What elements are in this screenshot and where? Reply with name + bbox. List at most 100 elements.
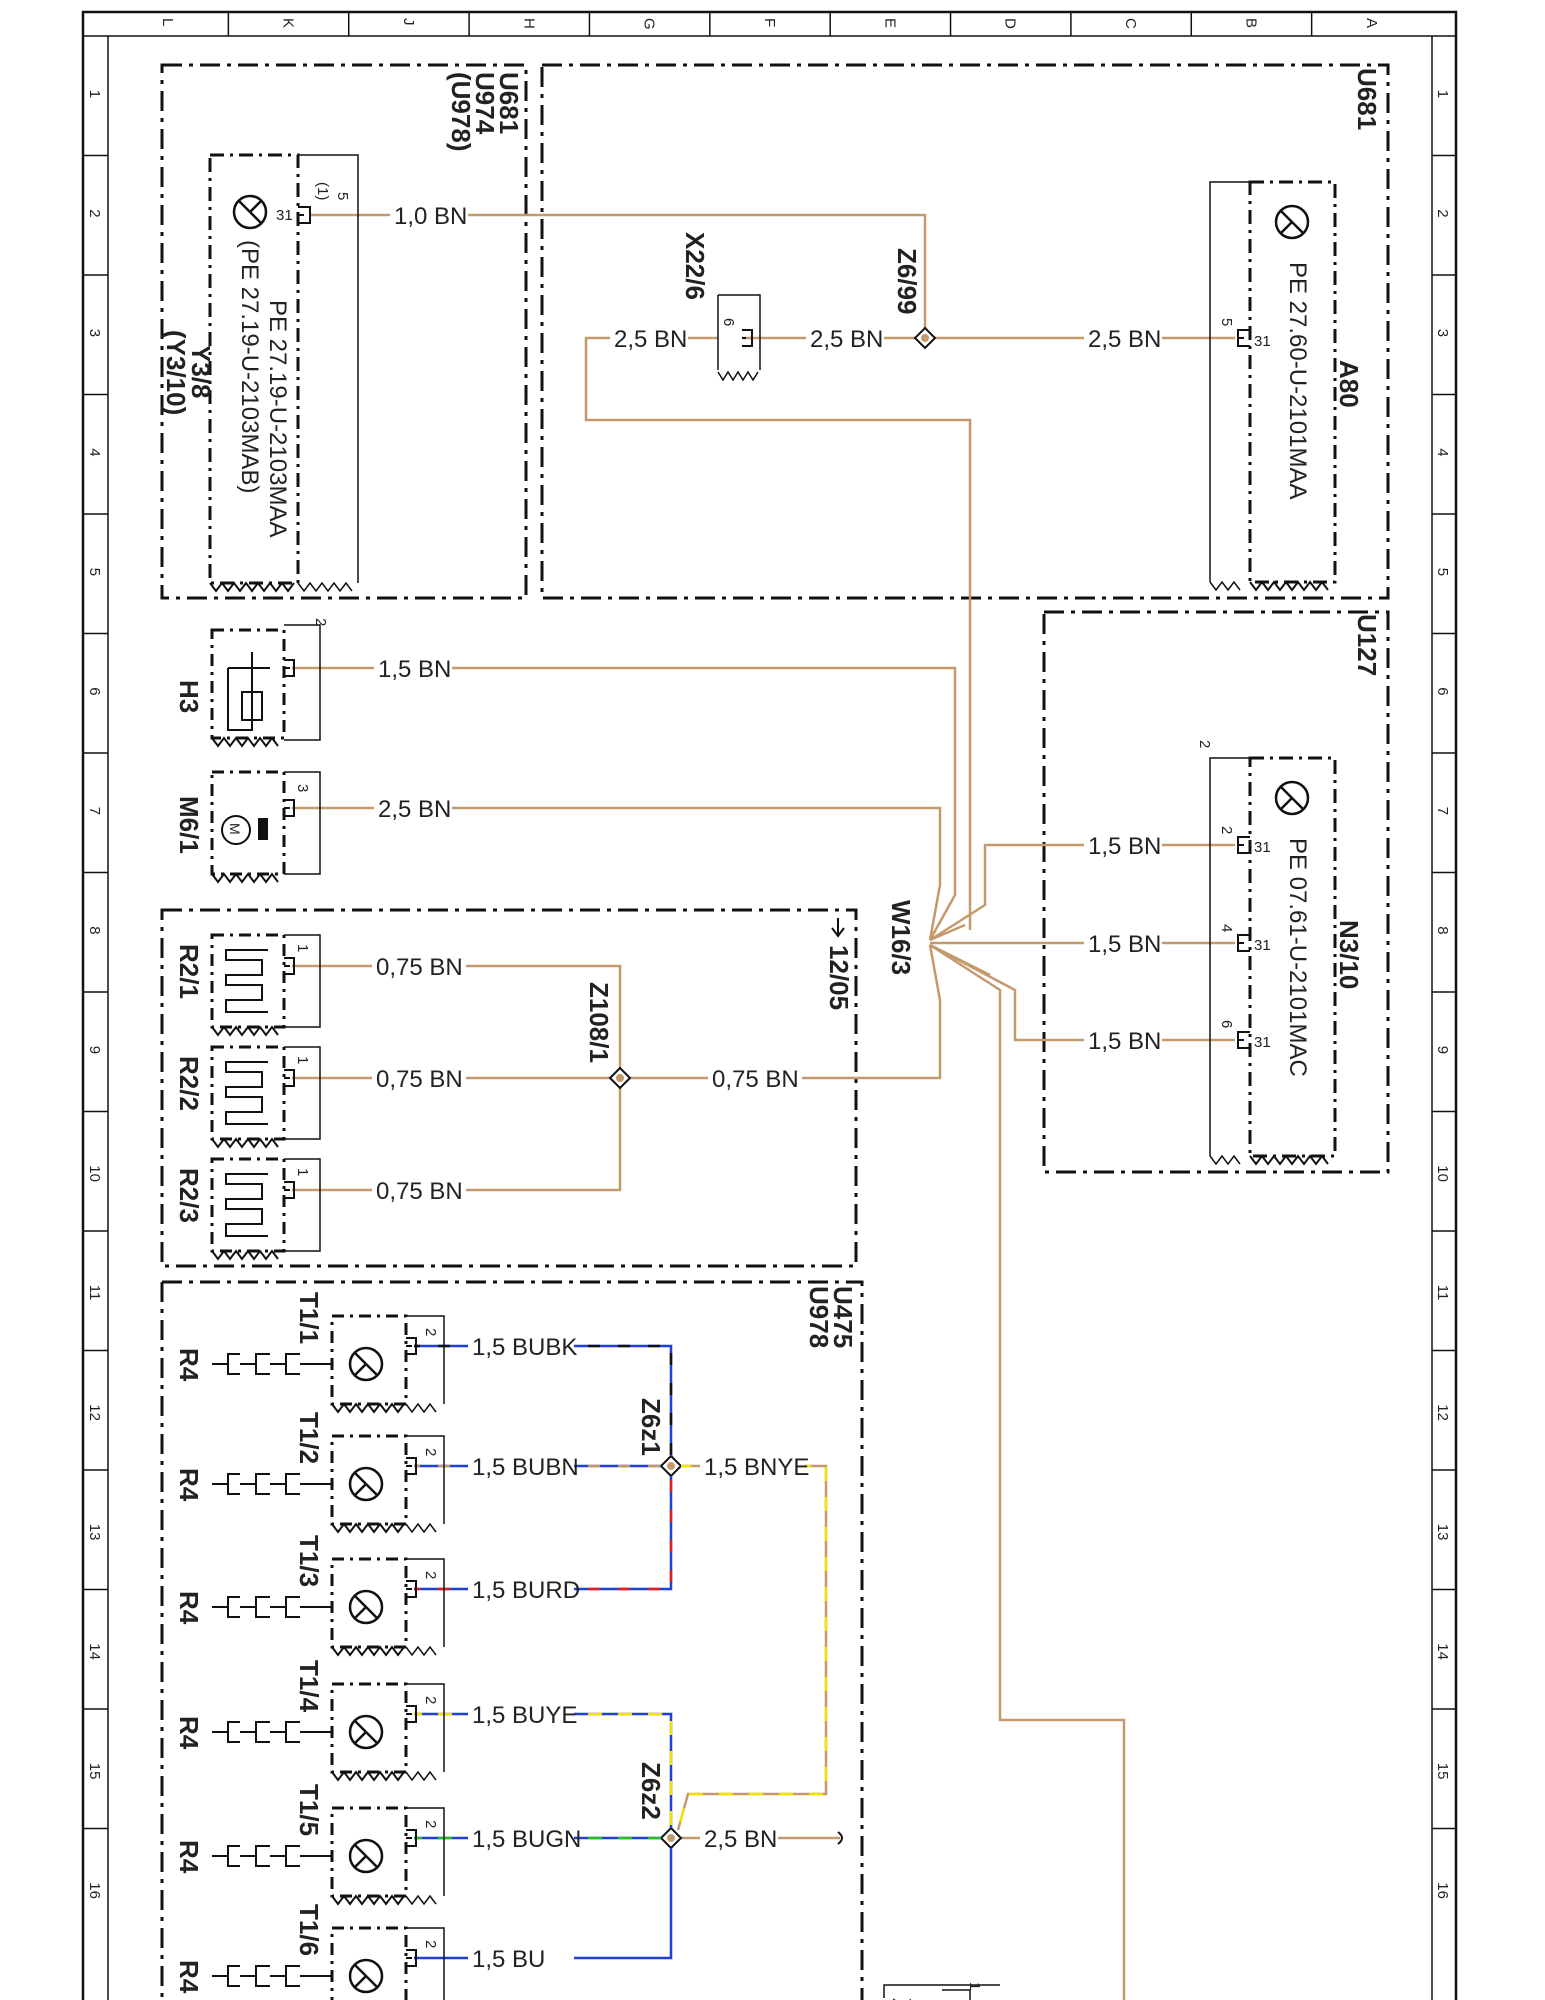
- n310-module: 2 2 4 6 31 31 31 PE 07.61-U-2101MAC N3/1…: [1196, 740, 1364, 1166]
- z6z2-end-icon: [837, 1831, 843, 1845]
- connector-pin-icon: [1237, 934, 1250, 952]
- ref-arrow-icon: [831, 918, 845, 938]
- grid-row-label: 14: [1434, 1643, 1451, 1660]
- grid-row-label: 9: [86, 1046, 103, 1054]
- u681-left-box: [160, 63, 528, 600]
- grid-row-label: 13: [1434, 1524, 1451, 1541]
- n310-pin-6: 6: [1218, 1020, 1235, 1028]
- grid-row-label: 13: [86, 1524, 103, 1541]
- grid-row-label: 15: [1434, 1763, 1451, 1780]
- plug-wire-label: 1,5 BUBN: [472, 1454, 579, 1481]
- drawing-frame: [81, 10, 1458, 2000]
- y38-alt: (Y3/10): [161, 330, 191, 415]
- u681-left-label-2: U974: [470, 72, 500, 135]
- y38-pin-5: 5: [334, 192, 351, 200]
- z699-name: Z6/99: [892, 248, 922, 315]
- r23-pin: 1: [294, 1168, 311, 1176]
- connector-pin-icon: [406, 1949, 417, 1967]
- r22-name: R2/2: [174, 1056, 204, 1111]
- plug-terminal-icon: [212, 1353, 300, 1375]
- a80-name: A80: [1334, 360, 1364, 408]
- wire-label-a80: 2,5 BN: [1088, 326, 1161, 353]
- connector-pin-icon: [406, 1457, 417, 1475]
- spark-plug-sensor-icon: [348, 1466, 384, 1502]
- wire-label-n310-1: 1,5 BN: [1088, 833, 1161, 860]
- wire-labels: 1,0 BN 2,5 BN 2,5 BN 2,5 BN 1,5 BN 2,5 B…: [372, 200, 1162, 1853]
- spark-plug-sensor-icon: [348, 1589, 384, 1625]
- a80-module: 5 31 PE 27.60-U-2101MAA A80: [1209, 180, 1364, 592]
- grid-col-label: J: [400, 18, 417, 26]
- grid-row-label: 10: [1434, 1165, 1451, 1182]
- grid-col-label: A: [1363, 18, 1380, 28]
- plug-resistor-name: R4: [174, 1716, 204, 1750]
- a80-pin-5: 5: [1218, 318, 1235, 326]
- bn-wires: [292, 213, 1235, 2000]
- n310-pin-2: 2: [1218, 826, 1235, 834]
- x2-pin: 1: [966, 1982, 983, 1990]
- plug-pin: 2: [422, 1328, 439, 1336]
- wire-label-z6z2: 2,5 BN: [704, 1826, 777, 1853]
- a80-pin-31: 31: [1254, 333, 1271, 350]
- grid-row-label: 2: [1434, 209, 1451, 217]
- grid-col-label: E: [881, 18, 898, 28]
- spark-plug-sensor-icon: [348, 1714, 384, 1750]
- grid-row-label: 12: [86, 1404, 103, 1421]
- plug-resistor-name: R4: [174, 1348, 204, 1382]
- grid-row-label: 16: [1434, 1882, 1451, 1899]
- heater-r23: 1 R2/3: [174, 1157, 321, 1261]
- grid-row-label: 8: [1434, 926, 1451, 934]
- plug-pin: 2: [422, 1820, 439, 1828]
- x226-name: X22/6: [680, 232, 710, 300]
- u681-left-label-1: U681: [494, 72, 524, 134]
- heater-r21: 1 R2/1: [174, 933, 321, 1037]
- grid-col-label: B: [1242, 18, 1259, 28]
- grid-row-label: 12: [1434, 1404, 1451, 1421]
- u127-label: U127: [1352, 614, 1382, 676]
- wire-label-y38: 1,0 BN: [394, 203, 467, 230]
- grid-row-label: 7: [86, 807, 103, 815]
- grid-row-label: 16: [86, 1882, 103, 1899]
- grid-col-label: L: [159, 18, 176, 26]
- plug-resistor-name: R4: [174, 1960, 204, 1994]
- grid-row-label: 5: [86, 568, 103, 576]
- u681-left-label-3: (U978): [446, 72, 476, 151]
- plug-name: T1/2: [294, 1412, 324, 1464]
- u681-right-box: [540, 63, 1390, 600]
- connector-pin-icon: [1237, 329, 1250, 347]
- connector-pin-icon: [298, 206, 311, 224]
- grid-row-label: 15: [86, 1763, 103, 1780]
- grid-row-label: 6: [1434, 687, 1451, 695]
- h3-buzzer: 2 H3: [174, 618, 329, 748]
- wire-label-n310-3: 1,5 BN: [1088, 1028, 1161, 1055]
- n310-gnd-2: 31: [1254, 937, 1271, 954]
- module-labels: U681 U681 U974 (U978) U127 U475 U978 12/…: [446, 68, 1382, 1348]
- grid-col-label: G: [641, 18, 658, 30]
- grid-row-label: 5: [1434, 568, 1451, 576]
- r21-name: R2/1: [174, 944, 204, 999]
- n310-pe: PE 07.61-U-2101MAC: [1284, 838, 1311, 1077]
- grid-row-label: 2: [86, 209, 103, 217]
- wire-label-x22-right: 2,5 BN: [810, 326, 883, 353]
- m61-name: M6/1: [174, 796, 204, 854]
- connector-pin-icon: [1237, 1031, 1250, 1049]
- wire-label-r22: 0,75 BN: [376, 1066, 463, 1093]
- grid-row-label: 3: [86, 329, 103, 337]
- plug-pin: 2: [422, 1940, 439, 1948]
- m61-motor: M 3 M6/1: [174, 770, 321, 884]
- z6z2-name: Z6z2: [636, 1762, 666, 1820]
- plug-name: T1/1: [294, 1292, 324, 1344]
- grid-row-label: 10: [86, 1165, 103, 1182]
- heater-element-icon: [225, 1061, 268, 1125]
- plug-wires: [414, 1344, 828, 1960]
- r2-box: [160, 908, 858, 1268]
- grid-row-label: 1: [86, 90, 103, 98]
- n310-name: N3/10: [1334, 920, 1364, 989]
- a80-pe: PE 27.60-U-2101MAA: [1284, 262, 1311, 499]
- grid-row-label: 1: [1434, 90, 1451, 98]
- grid-row-label: 9: [1434, 1046, 1451, 1054]
